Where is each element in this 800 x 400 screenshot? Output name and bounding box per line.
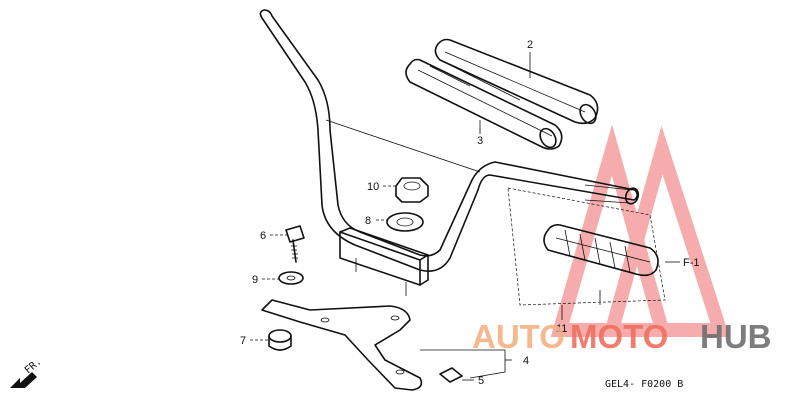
grip-inner — [434, 38, 599, 125]
callout-3: 3 — [477, 135, 483, 147]
collar-7 — [268, 329, 292, 351]
leader-lines — [250, 52, 563, 381]
callout-7: 7 — [240, 335, 246, 347]
bracket-4 — [261, 299, 423, 391]
bolt-6 — [285, 225, 305, 263]
handlebar-holder — [339, 227, 429, 296]
front-direction-label: FR. — [23, 356, 44, 376]
callout-9: 9 — [252, 274, 258, 286]
callout-10: 10 — [367, 181, 379, 193]
front-direction-arrow — [10, 372, 37, 388]
handlebar — [259, 9, 640, 272]
watermark-text: AUTO MOTO HUB — [472, 318, 772, 355]
callout-f1: F-1 — [683, 257, 700, 269]
callout-6: 6 — [260, 230, 266, 242]
nut-10 — [395, 177, 429, 203]
diagram-code: GEL4- F0200 B — [605, 379, 683, 390]
callout-5: 5 — [478, 375, 484, 387]
callout-11: 11 — [556, 323, 567, 335]
grip-outer — [405, 58, 563, 150]
callout-2: 2 — [527, 39, 533, 51]
washer-9 — [278, 271, 304, 285]
watermark-part-moto: MOTO — [570, 318, 668, 355]
callout-8: 8 — [365, 215, 371, 227]
watermark-logo-triangles — [550, 124, 730, 337]
watermark-part-hub: HUB — [700, 318, 772, 355]
grip-detail-box — [507, 187, 680, 306]
watermark-part-auto: AUTO — [472, 318, 565, 355]
clip-5 — [439, 367, 463, 383]
callout-4: 4 — [523, 355, 529, 367]
washer-8 — [386, 212, 424, 232]
